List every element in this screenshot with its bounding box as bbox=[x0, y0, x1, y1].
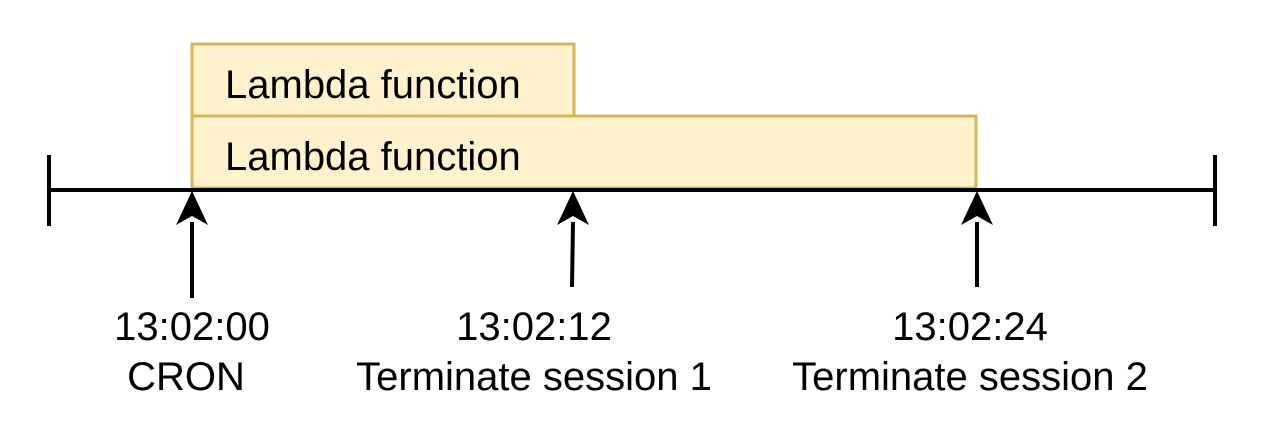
event-2-description: Terminate session 1 bbox=[356, 355, 712, 399]
event-arrow-2 bbox=[557, 191, 589, 288]
lambda-bar-1-label: Lambda function bbox=[225, 63, 521, 107]
event-1-time: 13:02:00 bbox=[114, 305, 270, 349]
event-arrow-3 bbox=[961, 191, 993, 287]
event-2-time: 13:02:12 bbox=[456, 305, 612, 349]
lambda-bar-1: Lambda function bbox=[190, 42, 576, 118]
event-3-time: 13:02:24 bbox=[892, 305, 1048, 349]
event-3-description: Terminate session 2 bbox=[792, 355, 1148, 399]
lambda-bar-2: Lambda function bbox=[190, 114, 978, 190]
event-arrow-1 bbox=[176, 191, 208, 298]
event-1-description: CRON bbox=[127, 355, 245, 399]
lambda-bar-2-label: Lambda function bbox=[225, 135, 521, 179]
lambda-bar-2-box bbox=[190, 114, 978, 190]
lambda-bar-1-box bbox=[190, 42, 576, 118]
